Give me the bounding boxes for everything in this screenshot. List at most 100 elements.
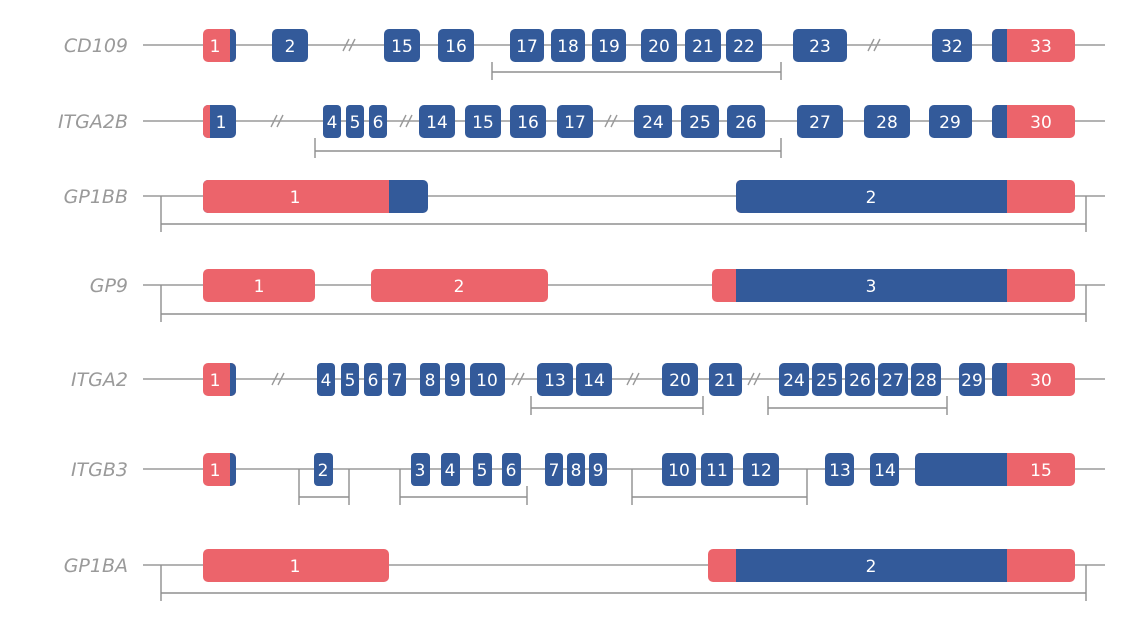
exon: [793, 29, 847, 62]
exon: [314, 453, 333, 486]
exon-label: 2: [866, 188, 877, 208]
exon: [470, 363, 505, 396]
exon: [364, 363, 382, 396]
exon-label: 32: [941, 37, 963, 57]
exon: [662, 363, 698, 396]
exon-label: 1: [290, 557, 301, 577]
exon: [864, 105, 910, 138]
exon-label: 1: [210, 371, 221, 391]
exon: [681, 105, 719, 138]
exon-label: 28: [915, 371, 937, 391]
gene-track-gp9: GP9 1 2 3: [90, 269, 1105, 322]
exon: [341, 363, 359, 396]
exon: [709, 363, 742, 396]
exon: [959, 363, 985, 396]
gene-track-cd109: CD109 1 2 15 16 17 18 19 20 21 22 23: [64, 29, 1105, 80]
exon-label: 2: [285, 37, 296, 57]
exon: [685, 29, 721, 62]
exon-label: 2: [866, 557, 877, 577]
gene-name: GP1BA: [64, 555, 128, 577]
exon-label: 4: [321, 371, 332, 391]
exon: [510, 105, 546, 138]
exon: [420, 363, 440, 396]
gene-track-itga2: ITGA2 1 4 5 6 7 8 9 10 13 14: [71, 363, 1105, 415]
exon-label: 14: [583, 371, 605, 391]
exon-label: 16: [517, 113, 539, 133]
gene-name: GP9: [90, 275, 128, 297]
exon-label: 4: [327, 113, 338, 133]
gene-track-gp1ba: GP1BA 1 2: [64, 549, 1105, 601]
exon-label: 23: [809, 37, 831, 57]
exon: [557, 105, 593, 138]
exon-label: 10: [668, 461, 690, 481]
exon: [845, 363, 875, 396]
exon: [388, 363, 406, 396]
exon-label: 21: [692, 37, 714, 57]
exon-label: 8: [425, 371, 436, 391]
exon-label: 2: [454, 277, 465, 297]
exon: [510, 29, 544, 62]
exon: [441, 453, 460, 486]
exon-label: 17: [564, 113, 586, 133]
exon-label: 6: [373, 113, 384, 133]
exon: [727, 105, 765, 138]
exon-label: 6: [506, 461, 517, 481]
gene-name: ITGA2B: [58, 111, 128, 133]
gene-name: GP1BB: [64, 186, 128, 208]
exon: [634, 105, 672, 138]
exon: [203, 180, 428, 213]
exon-label: 5: [350, 113, 361, 133]
exon-label: 29: [961, 371, 983, 391]
exon: [203, 29, 236, 62]
break-mark: [867, 38, 881, 52]
exon-label: 24: [783, 371, 805, 391]
exon: [708, 549, 1075, 582]
break-mark: [270, 114, 284, 128]
exon: [911, 363, 941, 396]
exon: [779, 363, 809, 396]
exon-label: 33: [1030, 37, 1052, 57]
exon: [825, 453, 854, 486]
exon: [545, 453, 563, 486]
break-mark: [271, 372, 285, 386]
exon: [272, 29, 308, 62]
exon-label: 20: [669, 371, 691, 391]
exon-label: 7: [392, 371, 403, 391]
exon-label: 24: [642, 113, 664, 133]
exon-label: 29: [939, 113, 961, 133]
exon-label: 20: [648, 37, 670, 57]
exon-label: 16: [445, 37, 467, 57]
exon: [992, 29, 1075, 62]
exon: [323, 105, 341, 138]
exon-label: 1: [290, 188, 301, 208]
exon: [797, 105, 843, 138]
exon-label: 12: [750, 461, 772, 481]
exon-label: 15: [472, 113, 494, 133]
exon: [551, 29, 585, 62]
exon: [929, 105, 972, 138]
exon-label: 9: [593, 461, 604, 481]
exon-label: 4: [445, 461, 456, 481]
exon-label: 30: [1030, 371, 1052, 391]
exon: [589, 453, 607, 486]
exon-label: 11: [706, 461, 728, 481]
exon: [384, 29, 420, 62]
exon: [203, 105, 236, 138]
exon-label: 25: [816, 371, 838, 391]
break-mark: [747, 372, 761, 386]
exon: [878, 363, 908, 396]
exon-label: 8: [571, 461, 582, 481]
exon-label: 19: [598, 37, 620, 57]
break-mark: [604, 114, 618, 128]
gene-track-itgb3: ITGB3 1 2 3 4 5 6 7 8 9 10: [71, 453, 1105, 505]
exon: [915, 453, 1075, 486]
exon: [411, 453, 430, 486]
break-mark: [626, 372, 640, 386]
exon: [932, 29, 972, 62]
exon: [812, 363, 842, 396]
exon: [592, 29, 626, 62]
exon-label: 28: [876, 113, 898, 133]
exon-label: 17: [516, 37, 538, 57]
exon-label: 1: [210, 37, 221, 57]
exon: [701, 453, 733, 486]
